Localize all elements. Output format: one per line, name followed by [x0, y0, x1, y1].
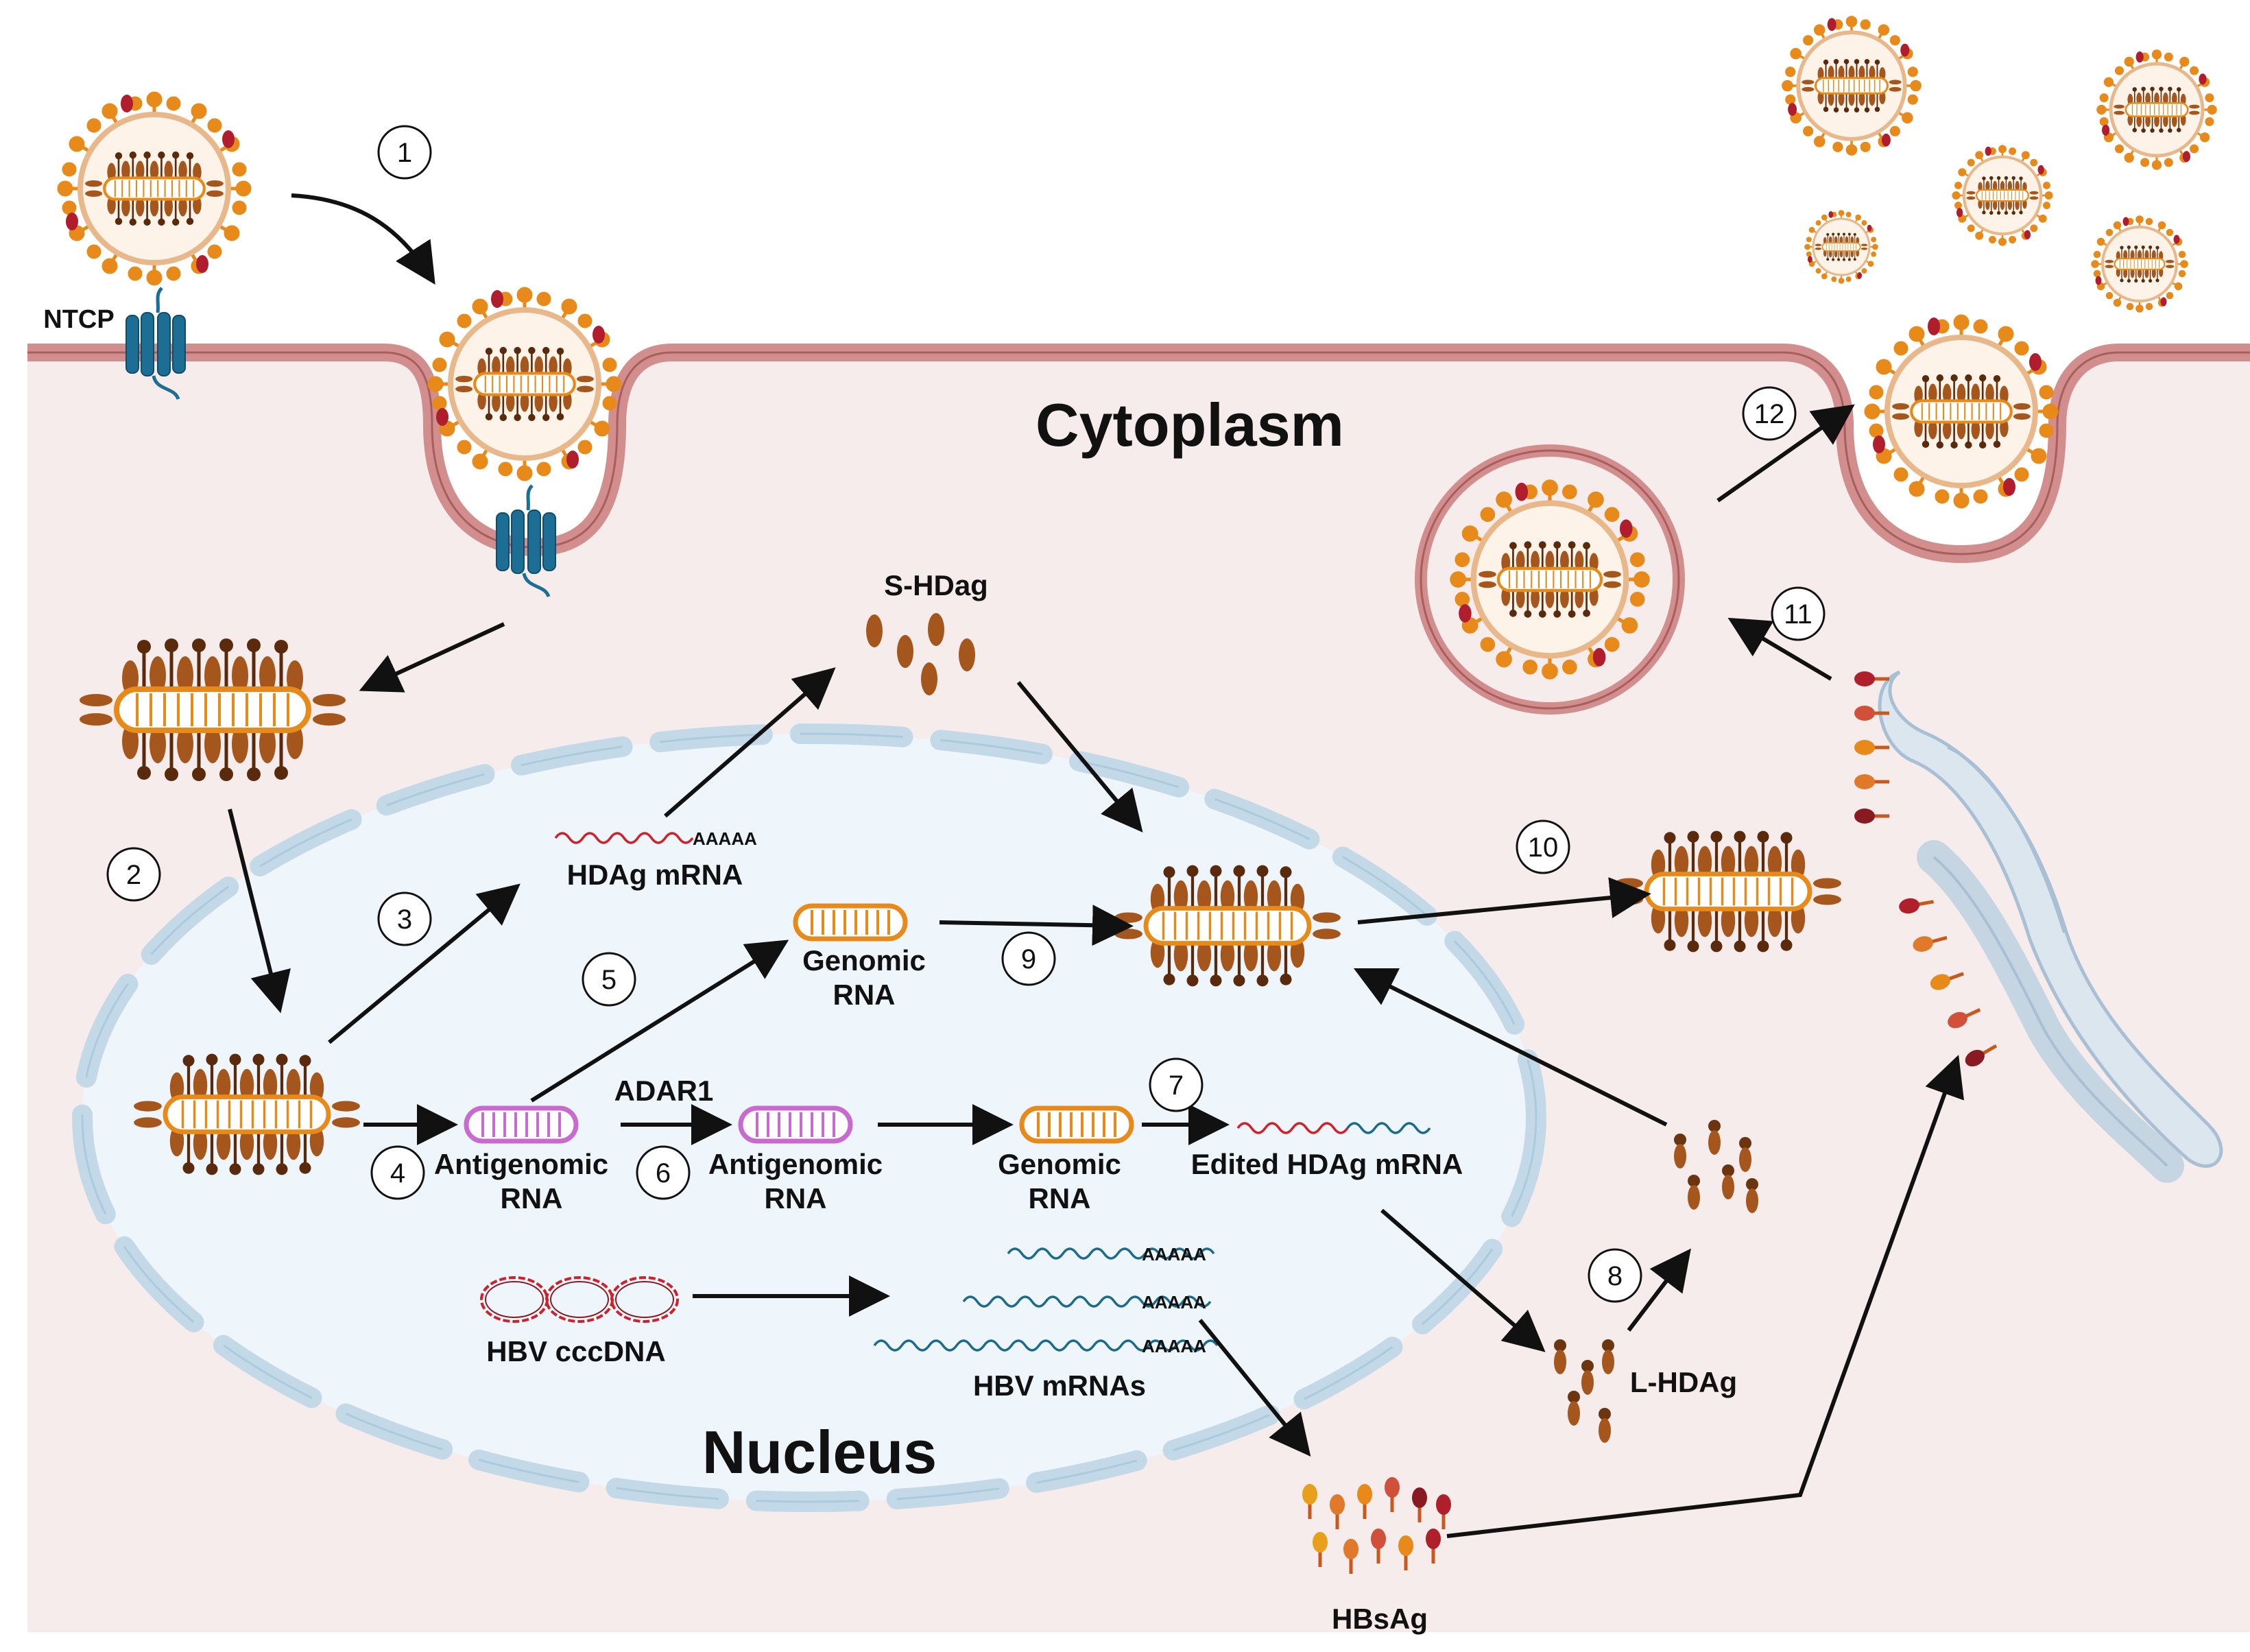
svg-text:11: 11 — [1784, 599, 1812, 630]
hbv-mrnas-label: HBV mRNAs — [973, 1369, 1146, 1402]
genomic-rna-rod — [795, 906, 905, 939]
hbsag-label: HBsAg — [1332, 1603, 1428, 1635]
svg-text:1: 1 — [397, 138, 412, 168]
svg-text:12: 12 — [1754, 399, 1785, 429]
edited-hdag-mrna — [1236, 1122, 1431, 1134]
poly-a-tail: AAAAA — [1142, 1244, 1206, 1265]
svg-text:AAAAA: AAAAA — [693, 828, 757, 849]
step-marker: 12 — [1742, 386, 1797, 441]
cccdna-icon — [480, 1276, 679, 1323]
step-marker: 6 — [636, 1145, 691, 1200]
pathway-arrows — [228, 193, 1965, 1538]
antigenomic-rna-label: Antigenomic — [434, 1148, 608, 1180]
antigenomic-rna-label: RNA — [501, 1182, 563, 1214]
genomic-rna-label: RNA — [1029, 1182, 1091, 1214]
adar1-label: ADAR1 — [614, 1075, 714, 1107]
hbv-mrnas — [873, 1247, 1219, 1352]
antigenomic-rna-rod — [741, 1108, 850, 1141]
hbv-cccdna-label: HBV cccDNA — [486, 1335, 665, 1367]
step-markers: 1 2 3 4 5 6 7 8 9 10 11 12 — [106, 125, 1826, 1303]
antigenomic-rna-label: Antigenomic — [708, 1148, 883, 1180]
step-marker: 11 — [1771, 586, 1826, 641]
er-icon — [1878, 670, 2223, 1183]
step-marker: 2 — [106, 847, 161, 902]
svg-text:4: 4 — [390, 1158, 405, 1188]
step-marker: 5 — [582, 952, 636, 1007]
nucleus-label: Nucleus — [702, 1418, 937, 1486]
edited-hdag-mrna-label: Edited HDAg mRNA — [1191, 1148, 1463, 1180]
step-marker: 1 — [377, 125, 432, 180]
antigenomic-rna-rod — [466, 1108, 576, 1141]
svg-text:5: 5 — [601, 965, 617, 995]
step-marker: 9 — [1001, 931, 1056, 986]
genomic-rna-label: Genomic — [802, 944, 926, 977]
svg-text:9: 9 — [1021, 944, 1036, 974]
svg-text:6: 6 — [656, 1158, 671, 1188]
svg-text:7: 7 — [1169, 1070, 1184, 1101]
poly-a-tail: AAAAA — [1142, 1292, 1206, 1313]
genomic-rna-rod — [1022, 1108, 1132, 1141]
svg-text:3: 3 — [397, 905, 412, 935]
genomic-rna-label: Genomic — [998, 1148, 1121, 1180]
hdag-mrna: AAAAA — [554, 828, 757, 849]
svg-text:10: 10 — [1528, 833, 1559, 863]
svg-text:8: 8 — [1607, 1261, 1623, 1291]
step-marker: 3 — [377, 891, 432, 946]
ntcp-label: NTCP — [43, 305, 114, 334]
step-marker: 7 — [1149, 1057, 1204, 1112]
hdag-mrna-label: HDAg mRNA — [567, 859, 743, 891]
antigenomic-rna-label: RNA — [765, 1182, 827, 1214]
step-marker: 4 — [370, 1145, 425, 1200]
genomic-rna-label: RNA — [833, 979, 896, 1011]
poly-a-tail: AAAAA — [1142, 1336, 1206, 1356]
svg-text:2: 2 — [126, 860, 141, 890]
l-hdag-label: L-HDAg — [1630, 1366, 1737, 1398]
step-marker: 10 — [1516, 819, 1570, 874]
s-hdag-label: S-HDag — [884, 569, 988, 601]
cytoplasm-label: Cytoplasm — [1036, 391, 1344, 459]
step-marker: 8 — [1588, 1248, 1642, 1303]
s-hdag-icon — [866, 613, 975, 695]
